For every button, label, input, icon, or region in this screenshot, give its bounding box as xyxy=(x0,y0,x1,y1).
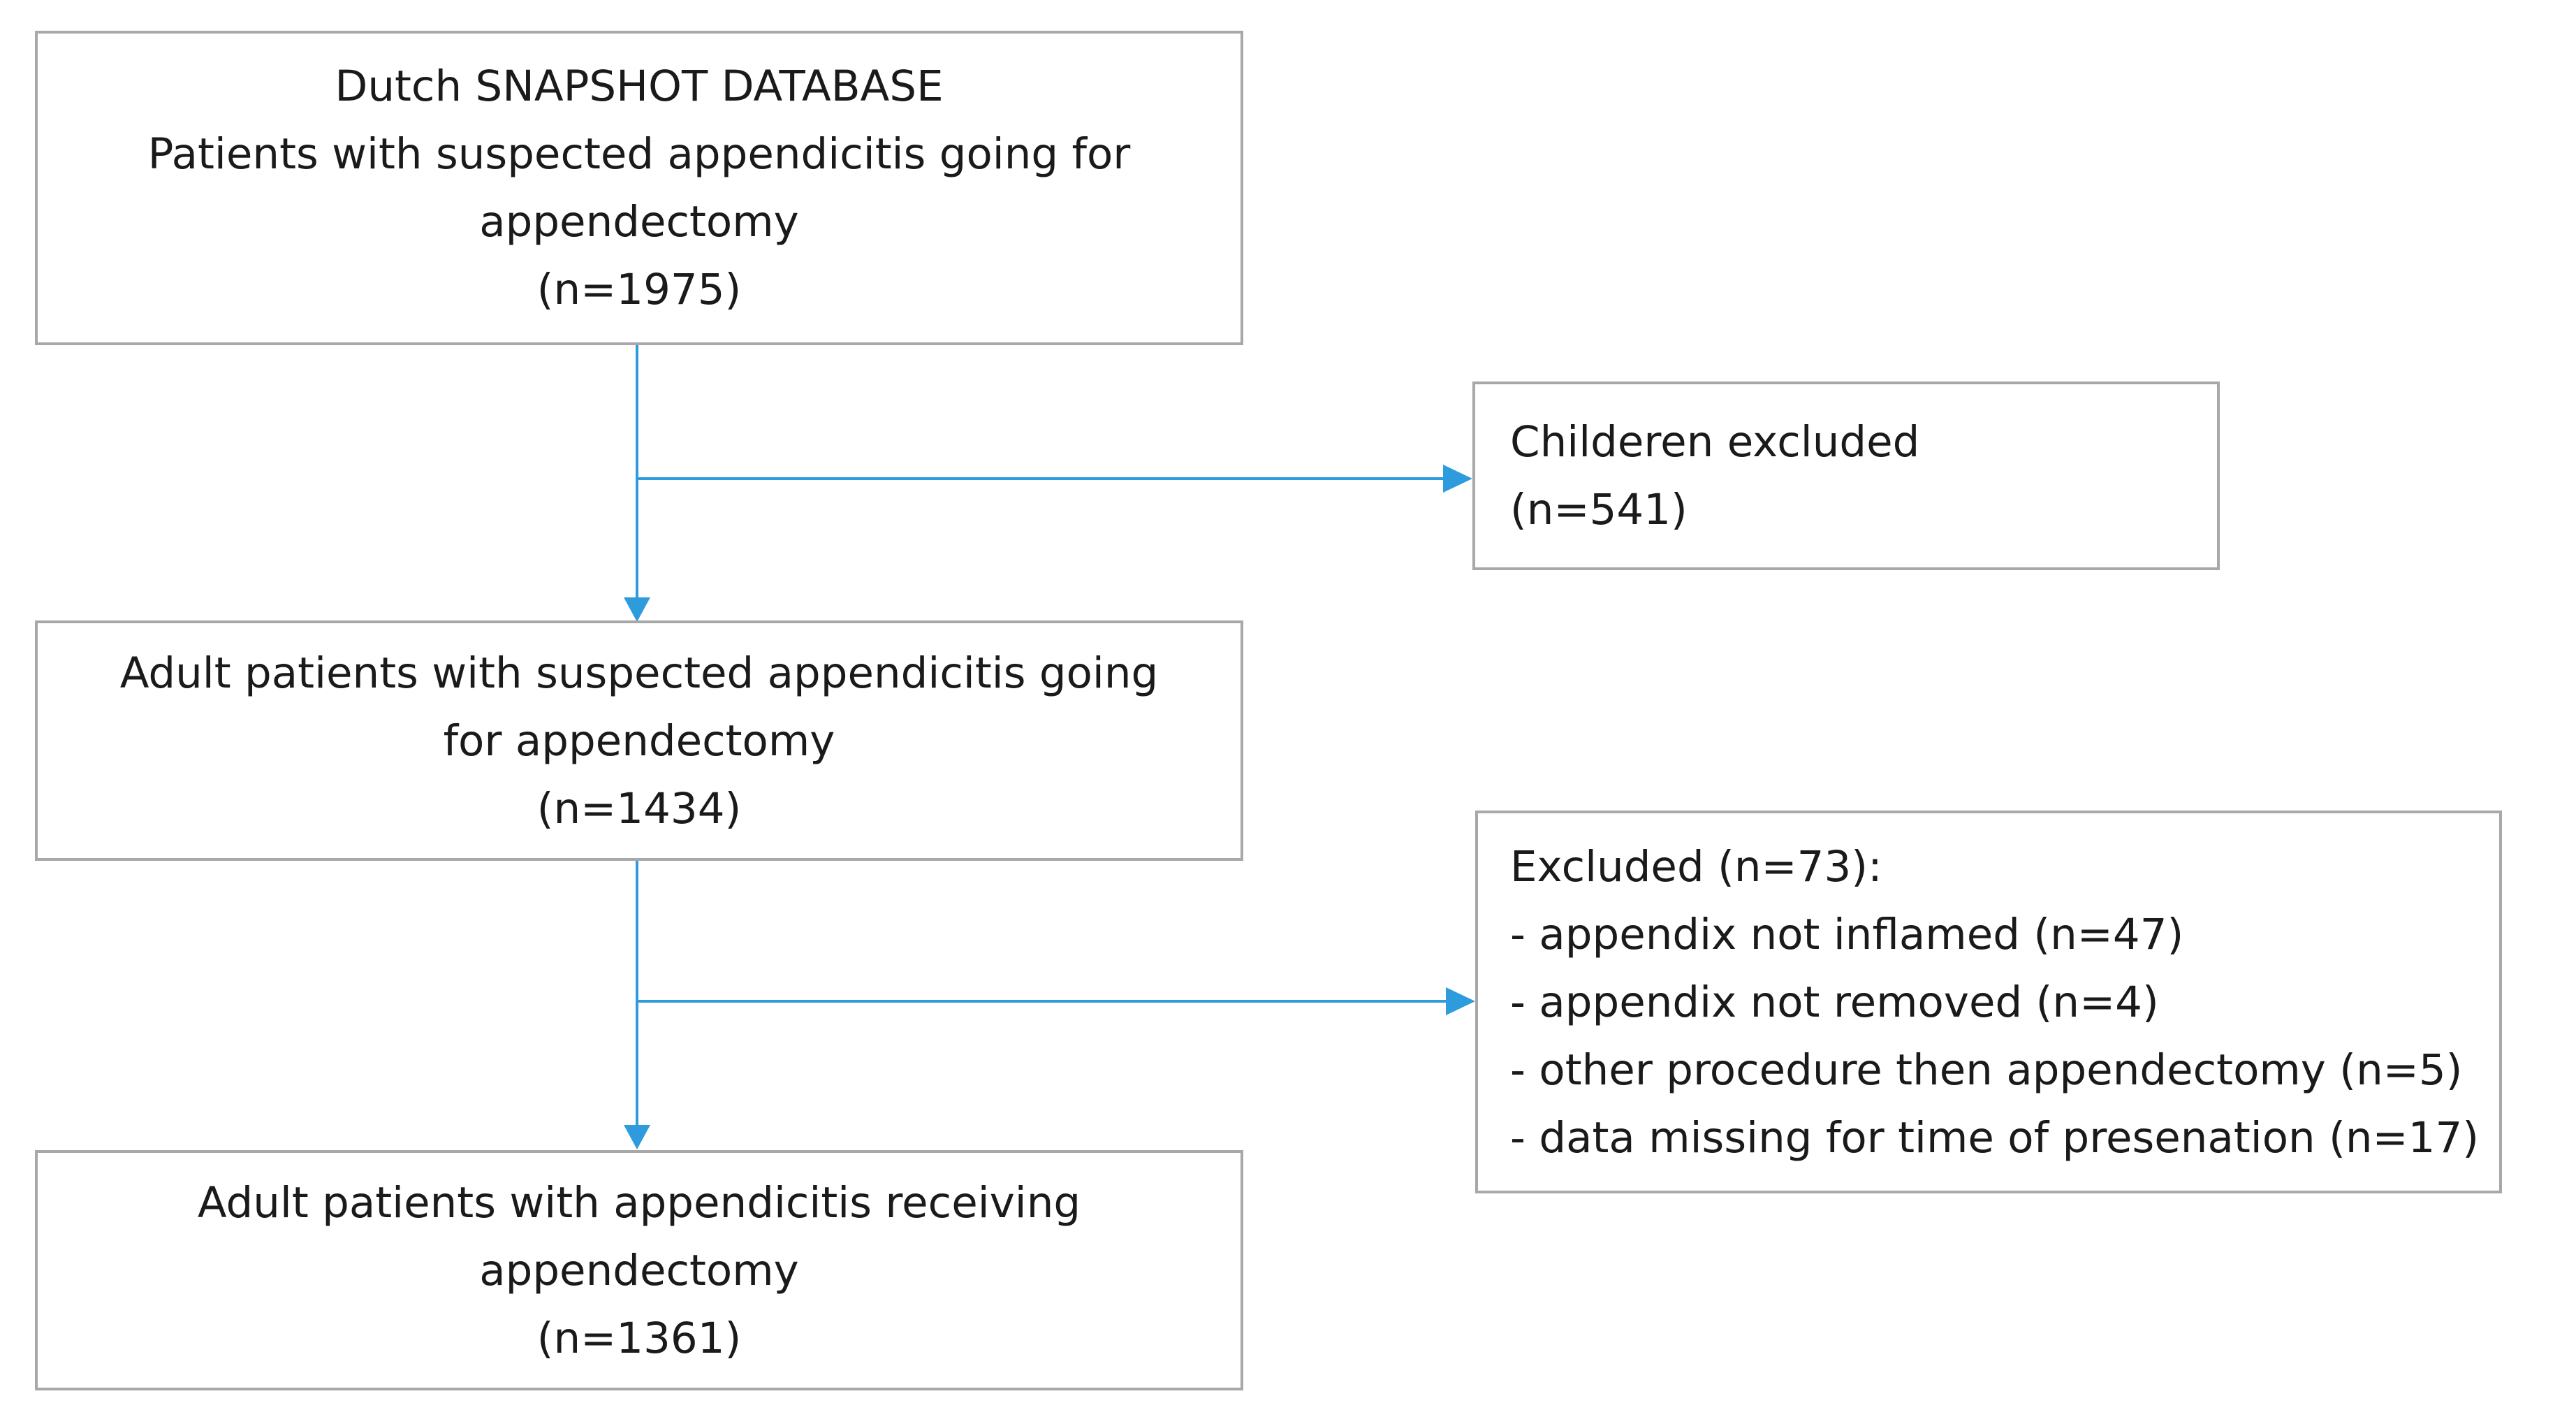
arrowhead-children-excluded xyxy=(1443,465,1472,493)
excluded-reason-data-missing: - data missing for time of presenation (… xyxy=(1510,1112,2480,1163)
final-cohort-box: Adult patients with appendicitis receivi… xyxy=(35,1150,1243,1390)
database-description-line-1: Patients with suspected appendicitis goi… xyxy=(147,129,1131,179)
database-box: Dutch SNAPSHOT DATABASE Patients with su… xyxy=(35,31,1243,345)
adult-suspected-box: Adult patients with suspected appendicit… xyxy=(35,620,1243,861)
children-excluded-count: (n=541) xyxy=(1510,485,1688,535)
arrowhead-excluded xyxy=(1446,987,1475,1015)
excluded-total: Excluded (n=73): xyxy=(1510,841,1882,892)
adult-suspected-count: (n=1434) xyxy=(536,783,742,834)
final-cohort-count: (n=1361) xyxy=(536,1313,742,1363)
database-description-line-2: appendectomy xyxy=(479,197,799,247)
final-cohort-line-2: appendectomy xyxy=(479,1245,799,1295)
children-excluded-label: Childeren excluded xyxy=(1510,417,1920,467)
excluded-reason-other-procedure: - other procedure then appendectomy (n=5… xyxy=(1510,1045,2463,1095)
database-count: (n=1975) xyxy=(536,265,742,314)
adult-suspected-line-2: for appendectomy xyxy=(443,715,835,766)
adult-suspected-line-1: Adult patients with suspected appendicit… xyxy=(119,648,1159,698)
final-cohort-line-1: Adult patients with appendicitis receivi… xyxy=(197,1177,1081,1228)
arrowhead-adult xyxy=(624,597,650,622)
excluded-reason-not-inflamed: - appendix not inflamed (n=47) xyxy=(1510,909,2184,959)
excluded-box: Excluded (n=73): - appendix not inflamed… xyxy=(1475,811,2502,1193)
children-excluded-box: Childeren excluded (n=541) xyxy=(1472,382,2220,570)
arrowhead-final xyxy=(624,1125,650,1149)
database-title: Dutch SNAPSHOT DATABASE xyxy=(335,61,944,111)
excluded-reason-not-removed: - appendix not removed (n=4) xyxy=(1510,977,2159,1027)
